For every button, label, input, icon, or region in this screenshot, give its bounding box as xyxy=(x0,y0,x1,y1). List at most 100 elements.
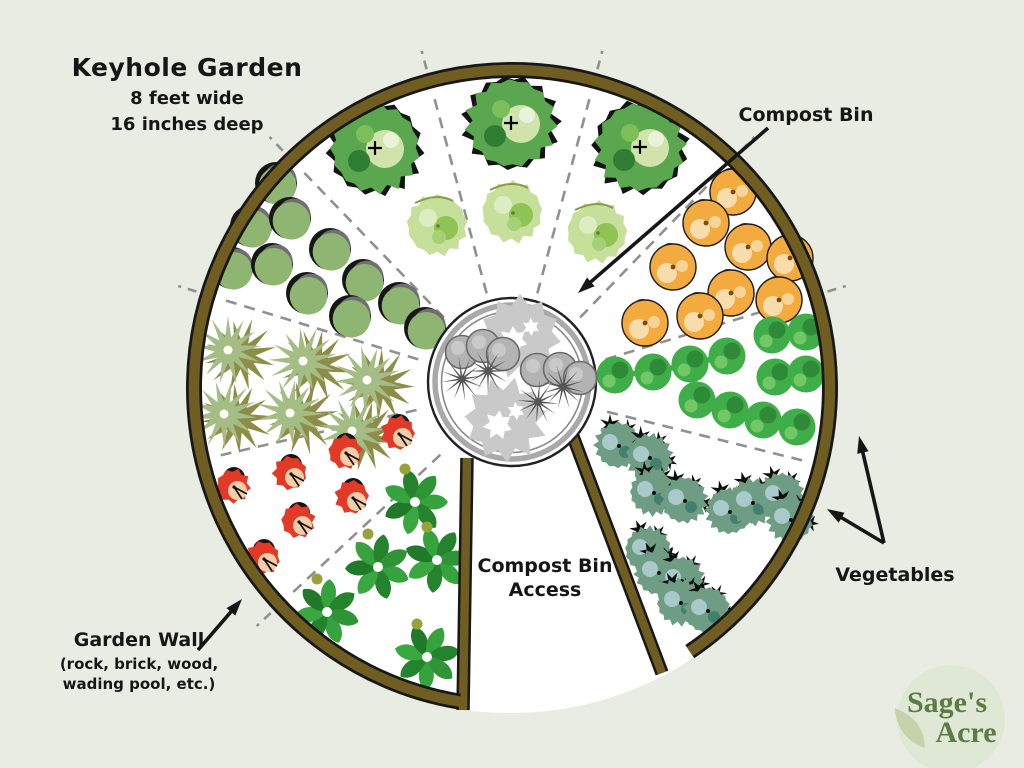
squash-plant xyxy=(676,292,724,340)
leafy-plant xyxy=(385,463,448,535)
logo-line2: Acre xyxy=(935,716,996,749)
keyhole-white-area xyxy=(463,434,662,713)
wedge-divider-lines xyxy=(214,93,809,597)
redplant-plant xyxy=(334,478,369,514)
garden-wall-sub2: wading pool, etc.) xyxy=(63,675,216,693)
wedge-divider xyxy=(219,297,419,361)
garden-wall-ring xyxy=(186,61,838,710)
squash-plant xyxy=(621,299,669,347)
chainball-plant xyxy=(711,391,749,429)
chainball-plant xyxy=(708,337,746,375)
squash-plant xyxy=(707,269,755,317)
wedge-divider xyxy=(431,93,488,294)
tree-plant xyxy=(591,97,690,196)
chainball-plant xyxy=(744,401,782,439)
chainball-plant xyxy=(678,381,716,419)
gstipple-plant xyxy=(485,336,521,372)
gburst-plant xyxy=(542,364,585,409)
compost-access-label: Compost Bin Access xyxy=(478,555,613,601)
title-width-note: 8 feet wide xyxy=(130,88,244,109)
compost-access-line1: Compost Bin xyxy=(478,555,613,577)
plants-layer xyxy=(190,76,825,690)
cabbage-plant xyxy=(309,228,351,271)
chainball-plant xyxy=(778,408,816,446)
wedge-divider xyxy=(606,410,809,464)
cabbage-plant xyxy=(329,295,371,338)
outer-tick xyxy=(268,136,284,152)
chainball-plant xyxy=(756,358,794,396)
gburst-plant xyxy=(466,349,510,394)
outer-tick xyxy=(255,612,272,627)
cabbage-plant xyxy=(342,259,384,302)
wedge-divider xyxy=(579,167,725,319)
artichoke-plant xyxy=(333,345,415,423)
garden-wall-label: Garden Wall (rock, brick, wood, wading p… xyxy=(60,629,218,693)
artichoke-plant xyxy=(190,380,275,454)
title-block: Keyhole Garden 8 feet wide 16 inches dee… xyxy=(72,53,302,135)
vegetables-arrow-up xyxy=(857,436,886,544)
cabbage-plant xyxy=(269,197,311,240)
shrub-plant xyxy=(482,179,542,244)
cabbage-plant xyxy=(251,243,293,286)
chainball-plant xyxy=(671,345,709,383)
gburst-plant xyxy=(516,379,559,424)
chainball-plant xyxy=(634,353,672,391)
redplant-plant xyxy=(380,414,415,450)
title-depth-note: 16 inches deep xyxy=(110,114,263,135)
squash-plant xyxy=(724,223,772,271)
leafy-plant xyxy=(395,618,460,690)
redplant-plant xyxy=(216,467,251,504)
vegetables-arrow-left xyxy=(827,509,885,545)
garden-wall-sub1: (rock, brick, wood, xyxy=(60,655,218,673)
artichoke-plant xyxy=(268,328,353,401)
wall-ring xyxy=(188,64,836,707)
squash-plant xyxy=(649,243,697,291)
artichoke-plant xyxy=(195,316,276,391)
gstipple-plant xyxy=(562,360,598,396)
chainball-plant xyxy=(753,316,791,354)
cabbage-plant xyxy=(286,272,328,315)
compost-bin-label: Compost Bin xyxy=(739,104,874,126)
garden-wall-arrow xyxy=(196,599,242,652)
keyhole-left-wall xyxy=(458,457,472,711)
cabbage-plant xyxy=(404,307,446,350)
shrub-plant xyxy=(406,194,468,257)
squash-plant xyxy=(682,199,730,247)
vegetable-chain xyxy=(596,337,746,394)
redplant-plant xyxy=(281,502,316,538)
vegetable-chain xyxy=(756,355,825,396)
outer-tick xyxy=(827,284,847,293)
gsplat-plant xyxy=(464,377,547,463)
squash-plant xyxy=(709,168,757,216)
chainball-plant xyxy=(596,356,634,394)
artichoke-plant xyxy=(256,380,338,455)
vegetables-label: Vegetables xyxy=(835,564,954,586)
garden-wall-title: Garden Wall xyxy=(74,629,205,651)
kale-plant xyxy=(659,469,713,524)
wedge-divider xyxy=(536,93,593,294)
chainball-plant xyxy=(787,355,825,393)
compost-bin-circle xyxy=(426,294,598,468)
shrub-plant xyxy=(567,200,628,264)
outer-tick xyxy=(420,50,428,70)
gburst-plant xyxy=(441,356,484,402)
annotation-arrows xyxy=(196,126,886,652)
vegetable-chain xyxy=(678,381,816,446)
redplant-plant xyxy=(271,454,307,491)
wedge-divider xyxy=(288,453,442,597)
squash-plant xyxy=(755,276,803,324)
keyhole-right-wall xyxy=(568,432,666,675)
vegetable-chain xyxy=(753,313,825,354)
logo-line1: Sage's xyxy=(907,686,987,719)
leafy-plant xyxy=(345,528,409,599)
wedge-divider xyxy=(299,167,445,319)
tree-plant xyxy=(461,76,562,170)
logo: Sage's Acre xyxy=(894,665,1005,768)
redplant-plant xyxy=(328,433,363,469)
logo-leaf-icon xyxy=(894,708,925,748)
outer-tick xyxy=(596,50,604,70)
keyhole-access-path xyxy=(456,431,669,713)
outer-tick xyxy=(177,284,197,293)
